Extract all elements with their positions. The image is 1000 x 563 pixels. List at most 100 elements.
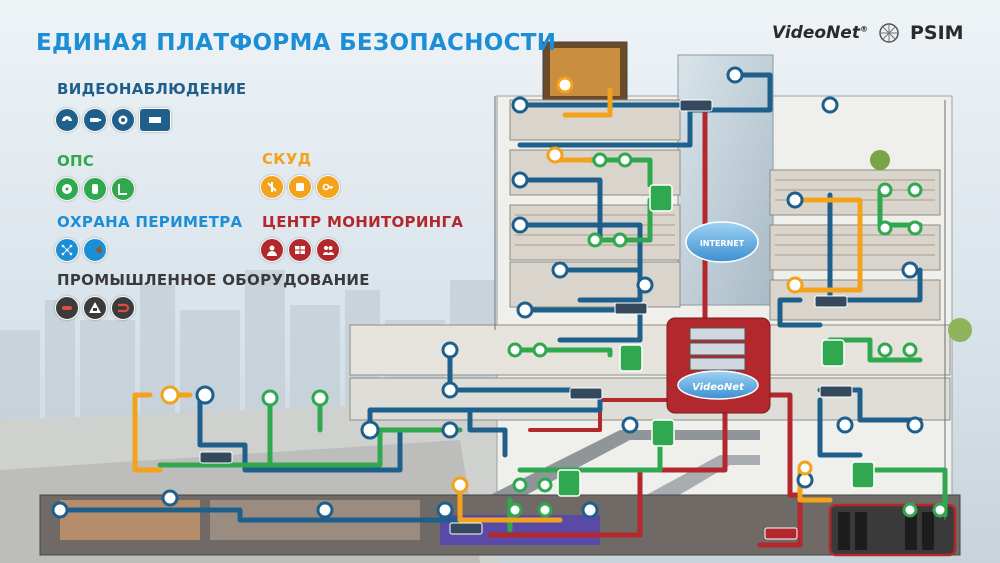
bullet-camera-icon (906, 416, 924, 434)
control-panels (557, 184, 875, 497)
smoke-detector-icon (877, 220, 893, 236)
bullet-camera-icon (83, 108, 107, 132)
motion-sensor-icon (932, 502, 948, 518)
bullet-camera-icon (516, 301, 534, 319)
category-industrial-label: ПРОМЫШЛЕННОЕ ОБОРУДОВАНИЕ (57, 271, 370, 289)
fire-panel-icon (851, 461, 875, 489)
turnstile-icon (160, 385, 180, 405)
category-access-icons (260, 175, 340, 199)
smoke-detector-icon (512, 477, 528, 493)
bullet-camera-icon (786, 191, 804, 209)
smoke-detector-icon (592, 152, 608, 168)
door-sensor-icon (261, 389, 279, 407)
smoke-detector-icon (507, 502, 523, 518)
operator-icon (260, 238, 284, 262)
dome-camera-icon (316, 501, 334, 519)
ptz-camera-icon (360, 420, 380, 440)
motion-sensor-icon (612, 232, 628, 248)
category-video-label: ВИДЕОНАБЛЮДЕНИЕ (57, 80, 247, 98)
category-monitoring-icons (260, 238, 340, 262)
bullet-camera-icon (836, 416, 854, 434)
dome-camera-icon (55, 108, 79, 132)
conveyor-icon (55, 296, 79, 320)
dome-camera-icon (511, 96, 529, 114)
smoke-detector-icon (55, 177, 79, 201)
bullet-camera-icon (901, 261, 919, 279)
internet-cloud: INTERNET (685, 221, 759, 263)
dome-camera-icon (441, 341, 459, 359)
video-wall-icon (288, 238, 312, 262)
radar-icon (83, 238, 107, 262)
category-access-label: СКУД (262, 150, 312, 168)
perimeter-net-icon (55, 238, 79, 262)
building (39, 41, 972, 557)
fire-panel-icon (619, 344, 643, 372)
motion-sensor-icon (907, 220, 923, 236)
fire-panel-icon (649, 184, 673, 212)
internet-label: INTERNET (700, 239, 745, 248)
door-sensor-icon (311, 389, 329, 407)
dome-camera-icon (636, 276, 654, 294)
card-reader-icon (288, 175, 312, 199)
door-sensor-icon (111, 177, 135, 201)
ptz-camera-icon (111, 108, 135, 132)
fire-panel-icon (651, 419, 675, 447)
globe-logo-icon (879, 23, 899, 43)
network-switches (199, 99, 853, 540)
turnstile-icon (260, 175, 284, 199)
card-reader-icon (797, 460, 813, 476)
category-fire-icons (55, 177, 135, 201)
motion-sensor-icon (83, 177, 107, 201)
motion-sensor-icon (537, 502, 553, 518)
pipeline-icon (111, 296, 135, 320)
dome-camera-icon (821, 96, 839, 114)
fire-panel-icon (557, 469, 581, 497)
server-label: VideoNet (692, 382, 745, 393)
category-perimeter-icons (55, 238, 107, 262)
fire-panel-icon (821, 339, 845, 367)
category-fire-label: ОПС (57, 152, 95, 170)
page-title: ЕДИНАЯ ПЛАТФОРМА БЕЗОПАСНОСТИ (36, 30, 557, 56)
category-perimeter-label: ОХРАНА ПЕРИМЕТРА (57, 213, 243, 231)
dome-camera-icon (441, 421, 459, 439)
smoke-detector-icon (507, 342, 523, 358)
motion-sensor-icon (537, 477, 553, 493)
machine-icon (83, 296, 107, 320)
video-recorder-icon (139, 108, 171, 132)
card-reader-icon (786, 276, 804, 294)
bullet-camera-icon (551, 261, 569, 279)
camera-markers (51, 66, 924, 519)
motion-sensor-icon (902, 342, 918, 358)
card-reader-icon (546, 146, 564, 164)
smoke-detector-icon (902, 502, 918, 518)
bullet-camera-icon (511, 216, 529, 234)
bullet-camera-icon (511, 171, 529, 189)
card-reader-icon (556, 76, 574, 94)
dome-camera-icon (161, 489, 179, 507)
category-industrial-icons (55, 296, 135, 320)
bullet-camera-icon (621, 416, 639, 434)
sensor-markers (261, 152, 948, 518)
turnstile-icon (451, 476, 469, 494)
smoke-detector-icon (877, 182, 893, 198)
motion-sensor-icon (532, 342, 548, 358)
motion-sensor-icon (617, 152, 633, 168)
smoke-detector-icon (877, 342, 893, 358)
brand-logos: VideoNet® PSIM (772, 22, 964, 44)
key-icon (316, 175, 340, 199)
network-cables (57, 72, 948, 548)
videonet-logo: VideoNet® (772, 23, 868, 43)
psim-logo: PSIM (909, 22, 964, 44)
access-markers (160, 76, 813, 494)
smoke-detector-icon (587, 232, 603, 248)
dome-camera-icon (441, 381, 459, 399)
dome-camera-icon (436, 501, 454, 519)
bullet-camera-icon (51, 501, 69, 519)
trademark-mark: ® (859, 24, 868, 34)
guards-icon (316, 238, 340, 262)
dome-camera-icon (726, 66, 744, 84)
dome-camera-icon (581, 501, 599, 519)
motion-sensor-icon (907, 182, 923, 198)
category-video-icons (55, 108, 171, 132)
